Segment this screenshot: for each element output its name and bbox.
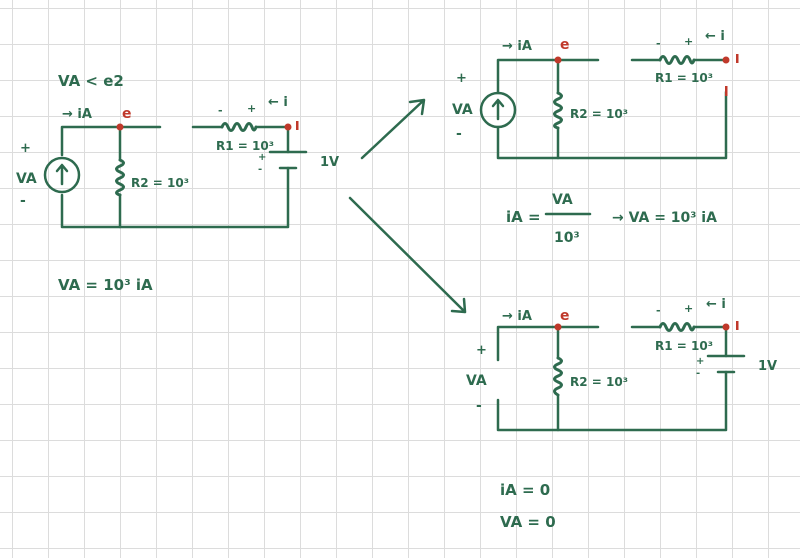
i-arrow-label: ← i (268, 95, 288, 110)
r1-plus: + (684, 35, 693, 48)
current-source (43, 156, 81, 194)
left-circuit: VA < e2 → iA e ← i + VA - R2 = 10³ - + R… (16, 72, 339, 294)
wire-top (496, 325, 600, 362)
battery-minus: - (258, 164, 262, 175)
va-label: VA (452, 102, 473, 118)
r1-resistor (658, 322, 696, 332)
node-tick-right (736, 321, 739, 330)
r1-minus: - (656, 37, 661, 50)
r1-minus: - (656, 304, 661, 317)
va-label: VA (466, 373, 487, 389)
ia-arrow-label: → iA (62, 107, 92, 122)
r1-minus: - (218, 104, 223, 117)
ia-arrow-label: → iA (502, 309, 532, 324)
va-label: VA (16, 171, 37, 187)
minus-sign: - (456, 126, 462, 142)
battery-plus: + (258, 152, 266, 163)
node-e-dot (554, 323, 562, 331)
r1-plus: + (247, 102, 256, 115)
wire-bottom (60, 166, 290, 229)
r1-resistor (220, 122, 258, 132)
eq-numerator: VA (552, 192, 573, 208)
wire-top (496, 58, 600, 95)
plus-sign: + (476, 343, 487, 358)
arrow-to-bottom-icon (348, 196, 467, 314)
i-arrow-label: ← i (706, 297, 726, 312)
wire-bottom (496, 370, 728, 432)
r1-plus: + (684, 302, 693, 315)
plus-sign: + (20, 141, 31, 156)
battery-label: 1V (320, 155, 339, 170)
node-tick-right (736, 54, 739, 63)
r2-label: R2 = 10³ (131, 176, 189, 190)
ia-arrow-label: → iA (502, 39, 532, 54)
top-right-circuit: → iA e ← i + VA - R2 = 10³ - + R1 = 10³ … (452, 29, 739, 246)
source-arrow-icon (491, 98, 505, 121)
eq-denominator: 10³ (554, 230, 580, 246)
r2-resistor (553, 91, 563, 130)
node-e-dot (554, 56, 562, 64)
minus-sign: - (20, 193, 26, 209)
current-source (479, 91, 517, 129)
bottom-right-circuit: → iA e ← i + VA - R2 = 10³ - + R1 = 10³ … (466, 297, 777, 531)
result-va: VA = 0 (500, 513, 556, 531)
node-e-label: e (560, 308, 570, 324)
node-e-label: e (122, 106, 132, 122)
arrow-to-top-icon (360, 98, 426, 160)
node-tick-right (296, 121, 299, 130)
eq-rhs: → VA = 10³ iA (612, 210, 717, 226)
plus-sign: + (456, 71, 467, 86)
minus-sign: - (476, 398, 482, 414)
r1-label: R1 = 10³ (216, 139, 274, 153)
node-dot-right (722, 56, 730, 64)
battery-plus: + (696, 356, 704, 367)
r1-label: R1 = 10³ (655, 339, 713, 353)
eq-lhs: iA = (506, 208, 541, 226)
i-arrow-label: ← i (705, 29, 725, 44)
result-ia: iA = 0 (500, 481, 550, 499)
wire-top-left (60, 125, 162, 157)
open-terminal-mark (725, 86, 728, 96)
node-dot-right (284, 123, 292, 131)
r2-label: R2 = 10³ (570, 375, 628, 389)
battery-label: 1V (758, 359, 777, 374)
node-dot-right (722, 323, 730, 331)
r2-resistor (553, 356, 563, 397)
r1-label: R1 = 10³ (655, 71, 713, 85)
r2-label: R2 = 10³ (570, 107, 628, 121)
r1-resistor (658, 55, 696, 65)
source-arrow-icon (55, 163, 69, 186)
condition-label: VA < e2 (58, 72, 124, 90)
node-e-dot (116, 123, 124, 131)
wire-bottom (496, 90, 728, 160)
battery-minus: - (696, 368, 700, 379)
node-e-label: e (560, 37, 570, 53)
left-equation: VA = 10³ iA (58, 276, 153, 294)
r2-resistor (115, 158, 125, 197)
